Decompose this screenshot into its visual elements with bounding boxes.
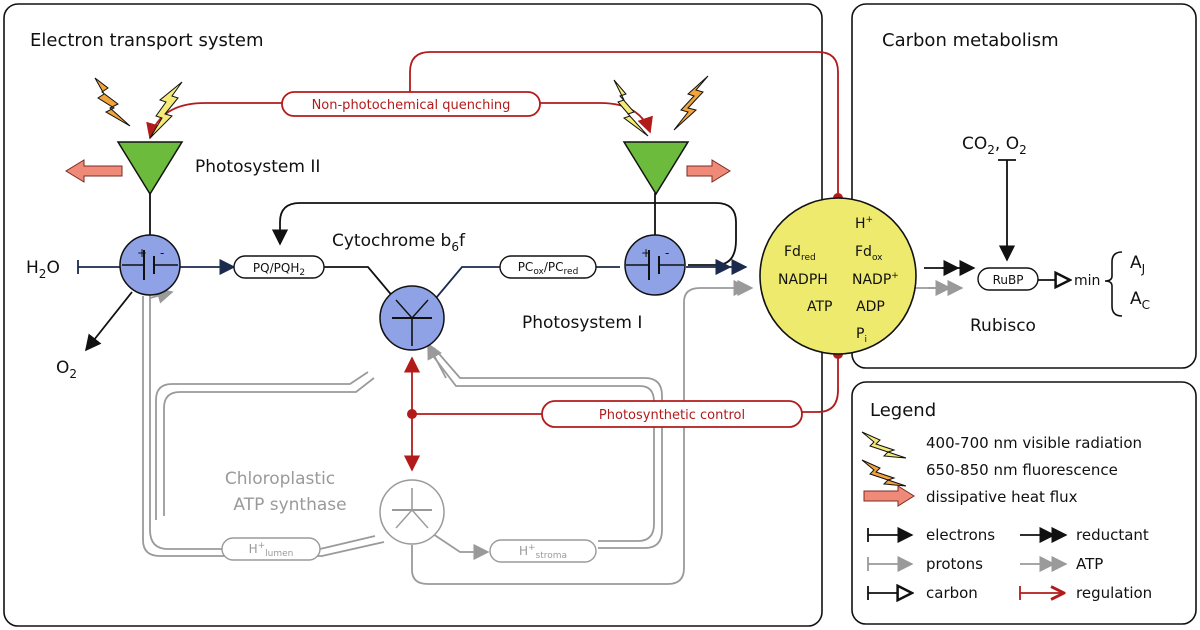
co2-label: CO2, O2 <box>962 134 1027 157</box>
cytochrome-b6f: Cytochrome b6f <box>332 231 466 351</box>
o2-label: O2 <box>56 358 77 381</box>
rubp-box <box>977 267 1039 291</box>
pq-label: PQ/PQH2 <box>253 261 305 278</box>
legend: 400-700 nm visible radiation 650-850 nm … <box>861 431 1152 602</box>
svg-text:regulation: regulation <box>1076 584 1152 602</box>
rubisco-label: Rubisco <box>970 316 1036 336</box>
carbon-title: Carbon metabolism <box>882 30 1059 51</box>
svg-text:dissipative heat flux: dissipative heat flux <box>926 488 1078 506</box>
metabolite-pool: H+ Fdred Fdox NADPH NADP+ ATP ADP Pi <box>759 197 917 355</box>
svg-text:+: + <box>641 246 651 260</box>
psc-box <box>541 400 803 428</box>
svg-text:+: + <box>137 246 147 260</box>
atp-synthase-line1: Chloroplastic <box>225 469 335 489</box>
bolt-visible-psi <box>613 79 649 137</box>
pc-label: PCox/PCred <box>518 260 579 277</box>
psii-reaction-center: + - <box>119 234 181 296</box>
legend-visible-bolt <box>861 431 907 459</box>
svg-text:protons: protons <box>926 555 983 573</box>
ets-title: Electron transport system <box>30 30 264 51</box>
svg-text:carbon: carbon <box>926 584 978 602</box>
svg-text:650-850 nm fluorescence: 650-850 nm fluorescence <box>926 461 1118 479</box>
legend-regulation-line <box>1019 586 1064 600</box>
heat-arrow-psi <box>686 159 731 183</box>
h-lumen-label: H+lumen <box>249 541 294 559</box>
h-stroma-label: H+stroma <box>519 543 567 561</box>
bolt-visible-psii <box>149 81 183 139</box>
psii-triangle <box>116 141 184 196</box>
h2o-label: H2O <box>26 258 60 281</box>
npq-label: Non-photochemical quenching <box>312 98 511 113</box>
heat-arrow-psii <box>65 159 123 183</box>
regulation-node-cyt <box>407 409 417 419</box>
svg-text:ATP: ATP <box>1076 555 1103 573</box>
h-lumen-box <box>221 537 321 561</box>
svg-text:NADP+: NADP+ <box>852 271 899 288</box>
npq-box <box>281 91 541 117</box>
legend-fluorescence-bolt <box>861 459 907 487</box>
ac-label: AC <box>1130 289 1150 312</box>
svg-text:Fdred: Fdred <box>784 244 816 263</box>
pc-box <box>499 255 597 279</box>
psi-label: Photosystem I <box>522 313 642 333</box>
psi-triangle <box>622 141 690 196</box>
legend-carbon-line <box>867 586 912 600</box>
svg-text:400-700 nm visible radiation: 400-700 nm visible radiation <box>926 434 1142 452</box>
legend-panel <box>851 381 1197 625</box>
cytochrome-label: Cytochrome b6f <box>332 231 466 254</box>
legend-heat-arrow <box>863 485 915 507</box>
psi-reaction-center: + - <box>624 234 686 296</box>
bolt-fluorescence-psii <box>94 77 131 127</box>
brace <box>1104 251 1123 317</box>
carbon-panel <box>851 3 1197 369</box>
svg-text:Pi: Pi <box>856 326 867 345</box>
svg-text:ADP: ADP <box>856 299 885 315</box>
photosystem-i: Photosystem I <box>522 141 731 333</box>
electron-flow-paths <box>77 159 1070 352</box>
svg-text:-: - <box>665 246 669 260</box>
min-label: min <box>1074 273 1100 289</box>
legend-protons-line <box>867 555 914 573</box>
bolt-fluorescence-psi <box>673 75 709 131</box>
legend-title: Legend <box>870 400 936 421</box>
photosystem-ii: Photosystem II <box>65 141 320 196</box>
svg-text:ATP: ATP <box>807 299 832 315</box>
psc-label: Photosynthetic control <box>599 408 745 423</box>
svg-text:H+: H+ <box>855 215 873 232</box>
legend-electrons-line <box>867 526 914 544</box>
atp-synthase: Chloroplastic ATP synthase <box>225 469 445 545</box>
svg-text:NADPH: NADPH <box>778 272 828 288</box>
svg-text:-: - <box>160 246 164 260</box>
svg-text:Fdox: Fdox <box>855 244 883 263</box>
psii-label: Photosystem II <box>195 157 320 177</box>
h-stroma-box <box>489 539 597 563</box>
rubp-label: RuBP <box>993 273 1024 287</box>
svg-text:electrons: electrons <box>926 526 995 544</box>
atp-synthase-line2: ATP synthase <box>233 495 346 515</box>
aj-label: AJ <box>1130 253 1145 276</box>
pq-box <box>233 255 325 279</box>
proton-flow-paths <box>142 279 964 585</box>
svg-text:reductant: reductant <box>1076 526 1149 544</box>
